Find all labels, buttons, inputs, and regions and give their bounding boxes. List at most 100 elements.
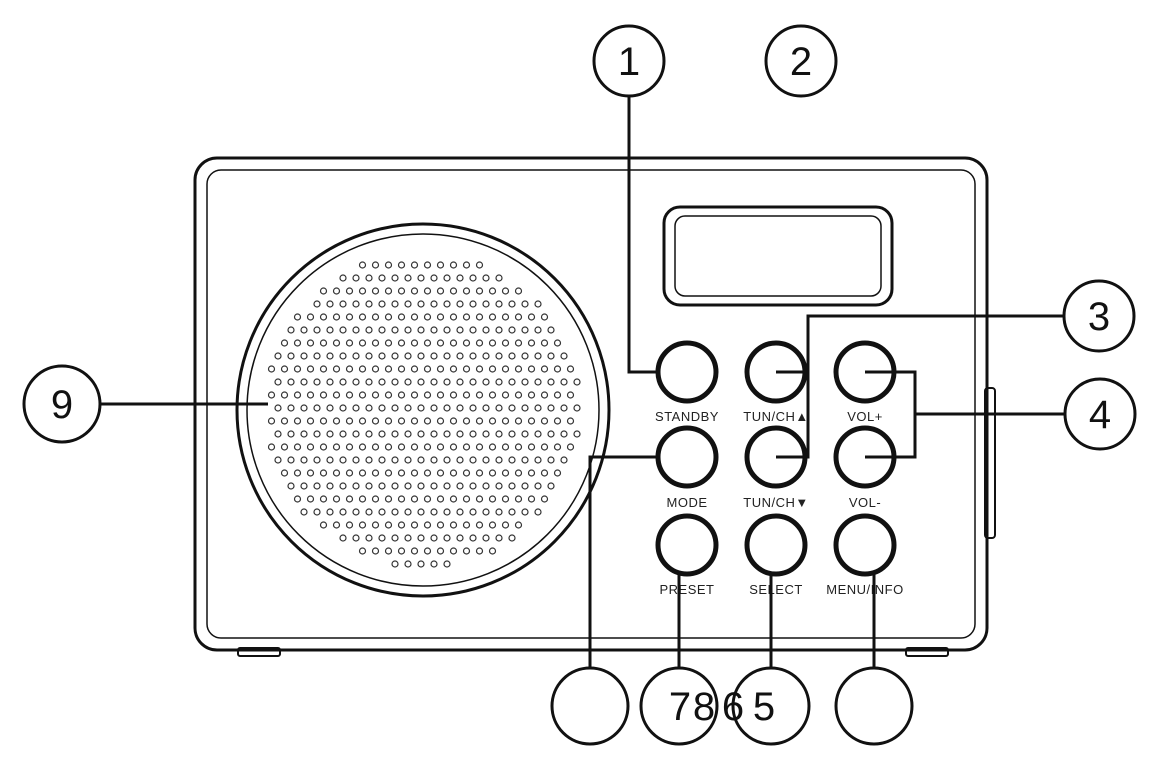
speaker-hole [521,456,529,464]
speaker-hole [365,378,373,386]
speaker-hole [404,378,412,386]
speaker-hole [280,339,289,347]
speaker-hole [553,339,562,347]
callouts [22,24,1137,746]
speaker-hole [287,378,295,386]
tun-ch-down-label: TUN/CH▼ [743,495,808,510]
menu-info-button[interactable] [833,513,897,577]
standby-label: STANDBY [655,409,719,424]
speaker-hole [332,391,341,399]
speaker-hole [495,378,503,386]
speaker-hole [540,365,549,373]
callout-6-circle [834,666,914,746]
speaker-hole [462,313,471,321]
speaker-hole [332,313,341,321]
speaker-hole [488,313,497,321]
speaker-hole [462,417,471,425]
select-button[interactable] [744,513,808,577]
speaker-hole [553,469,562,477]
speaker-hole [371,365,380,373]
speaker-hole [436,443,445,451]
speaker-hole [306,443,315,451]
speaker-hole [521,352,529,360]
speaker-hole [410,521,419,529]
speaker-hole [547,456,555,464]
speaker-hole [443,326,451,334]
speaker-hole [332,417,341,425]
speaker-hole [345,417,354,425]
speaker-hole [443,352,451,360]
speaker-hole [508,534,516,542]
speaker-hole [326,326,334,334]
speaker-hole [417,274,425,282]
speaker-hole [345,365,354,373]
mode-button[interactable] [655,425,719,489]
speaker-hole [378,482,386,490]
speaker-hole [443,274,451,282]
speaker-hole [462,469,471,477]
speaker-hole [332,287,341,295]
speaker-hole [469,482,477,490]
speaker-hole [443,560,451,568]
speaker-hole [475,313,484,321]
speaker-hole [404,352,412,360]
speaker-hole [371,417,380,425]
speaker-hole [456,482,464,490]
speaker-hole [501,287,510,295]
speaker-hole [391,404,399,412]
speaker-hole [404,560,412,568]
callout-1-circle [592,24,666,98]
callout-numbers: 1 2 3 4 9 7 8 6 5 [51,40,1111,729]
speaker-hole [488,469,497,477]
speaker-hole [443,482,451,490]
speaker-hole [371,443,380,451]
speaker-hole [384,417,393,425]
speaker-hole [495,326,503,334]
callout-5: 5 [753,685,775,729]
standby-button[interactable] [655,340,719,404]
speaker-hole [267,417,276,425]
speaker-hole [371,521,380,529]
speaker-hole [475,417,484,425]
speaker-hole [352,508,360,516]
speaker-hole [560,378,568,386]
speaker-hole [293,391,302,399]
speaker-hole [508,404,516,412]
speaker-hole [404,274,412,282]
speaker-hole [501,495,510,503]
speaker-hole [443,430,451,438]
speaker-hole [371,313,380,321]
preset-button[interactable] [655,513,719,577]
speaker-hole [527,391,536,399]
speaker-hole [449,365,458,373]
speaker-hole [397,313,406,321]
speaker-hole [462,287,471,295]
speaker-hole [313,404,321,412]
speaker-hole [332,469,341,477]
speaker-hole [488,443,497,451]
speaker-hole [566,365,575,373]
speaker-hole [358,495,367,503]
speaker-hole [358,521,367,529]
speaker-hole [378,508,386,516]
speaker-hole [430,274,438,282]
speaker-hole [410,261,419,269]
speaker-hole [345,287,354,295]
speaker-hole [527,313,536,321]
speaker-hole [534,378,542,386]
speaker-hole [378,430,386,438]
speaker-hole [365,300,373,308]
speaker-hole [417,508,425,516]
speaker-hole [384,469,393,477]
speaker-hole [293,417,302,425]
speaker-hole [417,430,425,438]
speaker-hole [462,547,471,555]
speaker-hole [443,300,451,308]
speaker-hole [274,456,282,464]
speaker-hole [339,378,347,386]
speaker-hole [319,521,328,529]
speaker-hole [469,326,477,334]
speaker-hole [417,482,425,490]
speaker-hole [488,495,497,503]
